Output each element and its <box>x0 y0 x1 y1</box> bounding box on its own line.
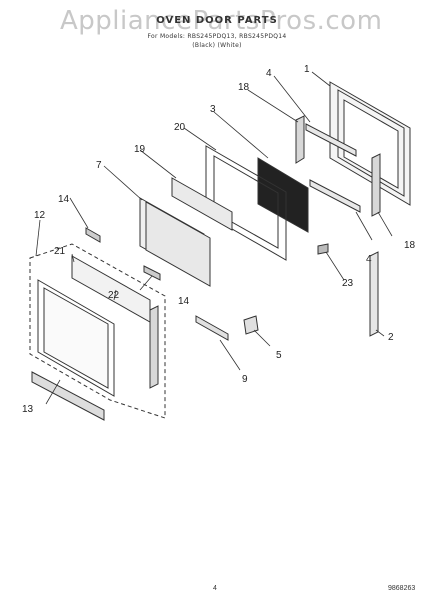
callout-4-upper: 4 <box>266 68 272 79</box>
callout-7: 7 <box>96 160 102 171</box>
callout-14-lower: 14 <box>178 296 190 307</box>
callout-4-lower: 4 <box>366 254 372 265</box>
callout-12: 12 <box>34 210 46 221</box>
part-inner-glass <box>257 157 309 233</box>
diagram-title: OVEN DOOR PARTS <box>156 15 278 26</box>
part-side-trim <box>149 305 159 389</box>
part-clip-upper <box>85 227 101 243</box>
part-door-trim-right <box>371 153 381 217</box>
callout-9: 9 <box>242 374 248 385</box>
callout-18-lower: 18 <box>404 240 416 251</box>
part-glass-frame <box>205 145 287 261</box>
part-door-handle <box>31 371 105 421</box>
part-outer-door-panel <box>329 81 411 206</box>
part-rail-upper <box>305 123 357 157</box>
page-number: 4 <box>213 585 217 592</box>
callout-20: 20 <box>174 122 186 133</box>
part-door-assembly-outline <box>29 243 166 419</box>
callout-18-upper: 18 <box>238 82 250 93</box>
watermark: AppliancePartsPros.com <box>60 6 383 36</box>
part-insulation <box>171 177 233 231</box>
callout-3: 3 <box>210 104 216 115</box>
part-glass-pack <box>139 197 211 287</box>
callout-14-upper: 14 <box>58 194 70 205</box>
part-vent-9 <box>195 315 229 341</box>
part-door-trim-upper <box>295 115 305 164</box>
callout-5: 5 <box>276 350 282 361</box>
callout-2: 2 <box>388 332 394 343</box>
part-bracket-5 <box>243 315 259 335</box>
part-clip-lower <box>143 265 161 281</box>
callout-23: 23 <box>342 278 354 289</box>
part-screw <box>317 243 329 255</box>
model-list: For Models: RBS245PDQ13, RBS245PDQ14 <box>147 33 287 40</box>
document-number: 9868263 <box>388 585 416 592</box>
part-rail-lower <box>309 179 361 213</box>
callout-19: 19 <box>134 144 146 155</box>
color-legend: (Black) (White) <box>192 42 242 49</box>
callout-21: 21 <box>54 246 66 257</box>
callout-1: 1 <box>304 64 310 75</box>
callout-13: 13 <box>22 404 34 415</box>
callout-22: 22 <box>108 290 120 301</box>
part-outer-glass <box>37 279 115 397</box>
